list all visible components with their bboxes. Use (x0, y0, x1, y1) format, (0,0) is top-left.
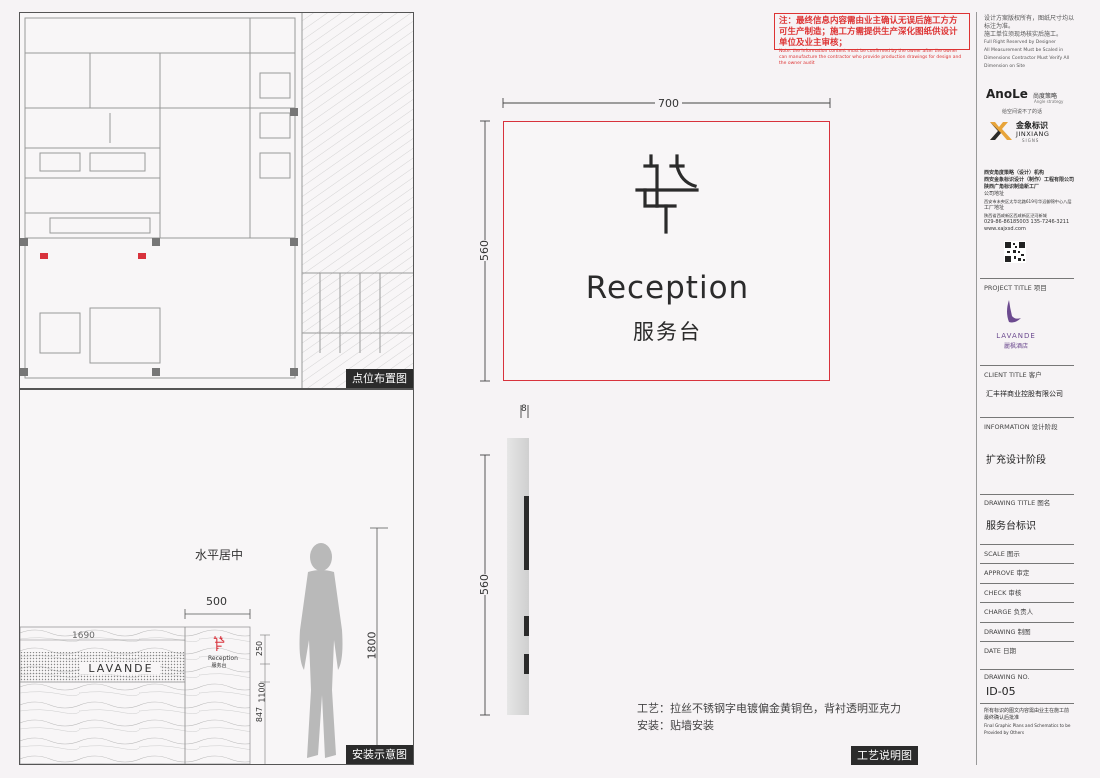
tb-line-check (980, 583, 1074, 584)
install-small-sign-en: Reception (208, 655, 238, 662)
client-value: 汇丰祥商业控股有限公司 (986, 390, 1063, 398)
craft-line-1: 工艺：拉丝不锈钢字电镀偏金黄铜色，背衬透明亚克力 (637, 702, 901, 715)
tb-line-info (980, 417, 1074, 418)
intro-lines: 设计方案版权所有，图纸尺寸均以标注为准。 施工单位须现场核实后施工。 Full … (984, 15, 1075, 69)
center-note: 水平居中 (195, 548, 244, 562)
angle-logo-cn: 尚度策略 (1032, 93, 1057, 100)
qr-code-icon (1004, 241, 1026, 263)
jinxiang-x-icon (990, 122, 1012, 140)
angle-logo-slogan: 给空间说不了的话 (1002, 109, 1043, 115)
jinxiang-logo-cn: 金象标识 (1016, 121, 1048, 130)
side-bar-3 (524, 654, 529, 674)
reception-icon (635, 154, 699, 234)
drawing-label: DRAWING 制图 (984, 628, 1031, 636)
tb-line-approve (980, 563, 1074, 564)
side-bar-1 (524, 496, 529, 570)
notice-main: 注：最终信息内容需由业主确认无误后施工方方可生产制造；施工方需提供生产深化图纸供… (779, 16, 958, 48)
tb-line-charge (980, 602, 1074, 603)
angle-logo: AnoLe 尚度策略 Angle strategy 给空间说不了的话 (986, 83, 1076, 115)
angle-logo-sub: Angle strategy (1034, 99, 1064, 104)
jinxiang-logo-sub: SIGNS (1022, 138, 1040, 143)
drawing-title-label: DRAWING TITLE 图名 (984, 499, 1051, 507)
thickness-dim: 8 (521, 404, 527, 414)
charge-label: CHARGE 负责人 (984, 608, 1034, 616)
dim-1690: 1690 (72, 631, 95, 641)
dim-250: 250 (255, 640, 265, 657)
dim-1800: 1800 (365, 631, 379, 660)
floor-plan-tag: 点位布置图 (346, 369, 413, 388)
title-block (976, 12, 1080, 765)
floor-plan-drawing (20, 13, 413, 388)
company-lines: 西安角度策略（设计）机构 西安金象标识设计（制作）工程有限公司 陕西广角标识制造… (984, 170, 1075, 232)
reception-icon-small (213, 636, 225, 651)
sign-width-dim: 700 (655, 97, 682, 110)
tb-line-drawing-no (980, 669, 1074, 670)
footer-lines: 所有标识的图文内容需由业主在施工前 最终确认后批准 Final Graphic … (984, 708, 1071, 735)
date-label: DATE 日期 (984, 647, 1016, 655)
install-drawing (20, 527, 388, 764)
side-height-dim: 560 (478, 574, 491, 595)
lavande-logo-cn: 麗枫酒店 (1003, 343, 1028, 350)
dim-847: 847 (255, 706, 265, 723)
lavande-logo-icon (1007, 300, 1021, 323)
drawing-title-value: 服务台标识 (986, 521, 1036, 532)
sign-side-view (507, 438, 529, 715)
sign-height-dim: 560 (478, 240, 491, 261)
tb-line-date (980, 641, 1074, 642)
dim-500: 500 (206, 595, 227, 608)
jinxiang-logo: 金象标识 JINXIANG SIGNS (988, 118, 1078, 144)
approve-label: APPROVE 审定 (984, 569, 1030, 577)
tb-line-scale (980, 544, 1074, 545)
scale-label: SCALE 图示 (984, 550, 1020, 558)
human-silhouette (299, 543, 343, 758)
jinxiang-logo-en: JINXIANG (1016, 130, 1050, 138)
craft-tag: 工艺说明图 (851, 746, 918, 765)
angle-logo-name: AnoLe (986, 87, 1028, 101)
floor-plan-panel: 点位布置图 (19, 12, 414, 389)
tb-line-drawing-title (980, 494, 1074, 495)
install-small-sign-cn: 服务台 (211, 663, 227, 669)
install-small-sign: Reception 服务台 (208, 635, 238, 677)
sign-front: Reception 服务台 (503, 121, 830, 381)
sign-title-en: Reception (585, 270, 750, 306)
install-panel: Reception 服务台 水平居中 500 1690 1800 250 110… (19, 389, 414, 765)
tb-line-footer (980, 703, 1074, 704)
project-title-label: PROJECT TITLE 项目 (984, 284, 1047, 292)
dim-1100: 1100 (257, 682, 267, 703)
lavande-logo-en: LAVANDE (996, 332, 1036, 340)
tb-line-project (980, 278, 1074, 279)
craft-line-2: 安装：贴墙安装 (637, 719, 714, 732)
drawing-no-label: DRAWING NO. (984, 673, 1030, 681)
counter-brand: LAVANDE (88, 662, 154, 675)
install-tag: 安装示意图 (346, 745, 413, 764)
check-label: CHECK 审核 (984, 589, 1022, 597)
notice-sub: Note: the information content must be co… (779, 49, 962, 66)
information-label: INFORMATION 设计阶段 (984, 423, 1058, 431)
sign-title-cn: 服务台 (633, 320, 702, 344)
side-bar-2 (524, 616, 529, 636)
tb-line-drawing (980, 622, 1074, 623)
client-title-label: CLIENT TITLE 客户 (984, 371, 1042, 379)
information-value: 扩充设计阶段 (986, 455, 1046, 466)
drawing-no-value: ID-05 (986, 685, 1016, 698)
notice-box: 注：最终信息内容需由业主确认无误后施工方方可生产制造；施工方需提供生产深化图纸供… (774, 13, 970, 66)
tb-line-client (980, 365, 1074, 366)
